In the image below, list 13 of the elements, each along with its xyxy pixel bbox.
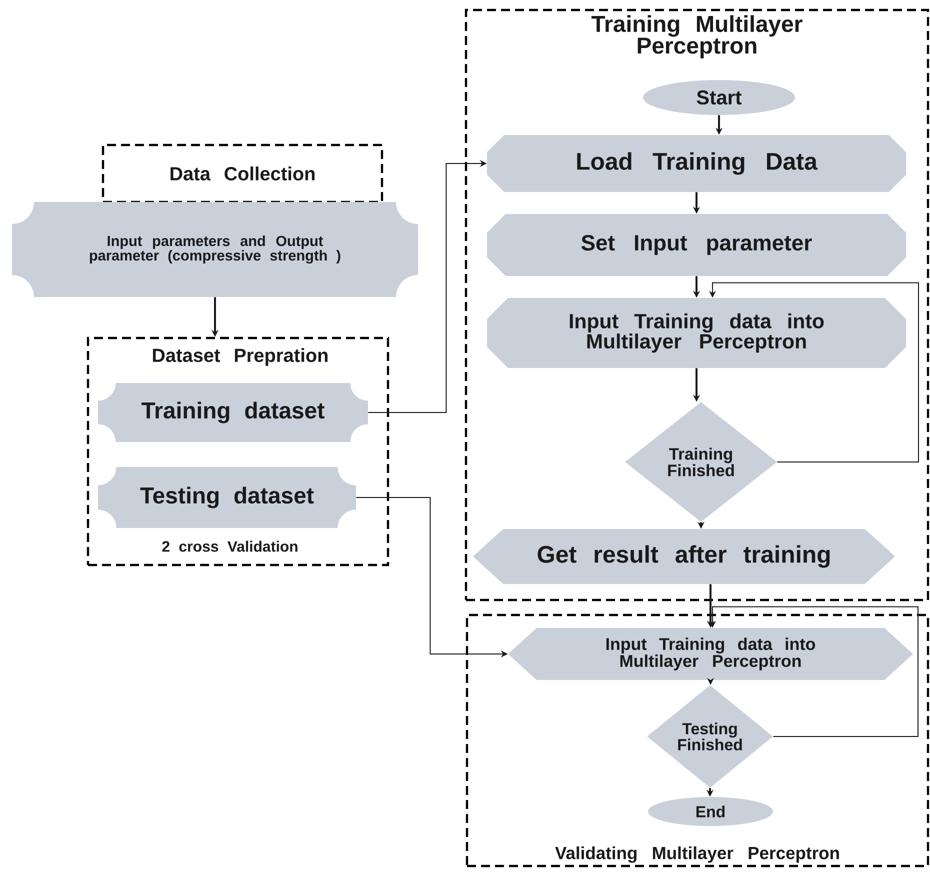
process-box: Load Training Data <box>487 134 906 192</box>
process-box: Input Training data into Multilayer Perceptron <box>508 628 913 680</box>
process-box: Input parameters and Output parameter (compressive strength ) <box>12 202 418 297</box>
group-heading: Training Multilayer Perceptron <box>591 15 802 58</box>
group-heading: Dataset Prepration <box>152 348 328 366</box>
group-heading: Validating Multilayer Perceptron <box>555 846 839 863</box>
process-box: Data Collection <box>102 144 384 204</box>
process-box: Training dataset <box>98 382 368 442</box>
process-box: Get result after training <box>473 528 895 584</box>
process-box: Set Input parameter <box>487 214 906 276</box>
group-heading: 2 cross Validation <box>162 540 298 552</box>
process-box: Input Training data into Multilayer Perceptron <box>487 298 906 368</box>
process-box: Testing dataset <box>98 466 356 528</box>
